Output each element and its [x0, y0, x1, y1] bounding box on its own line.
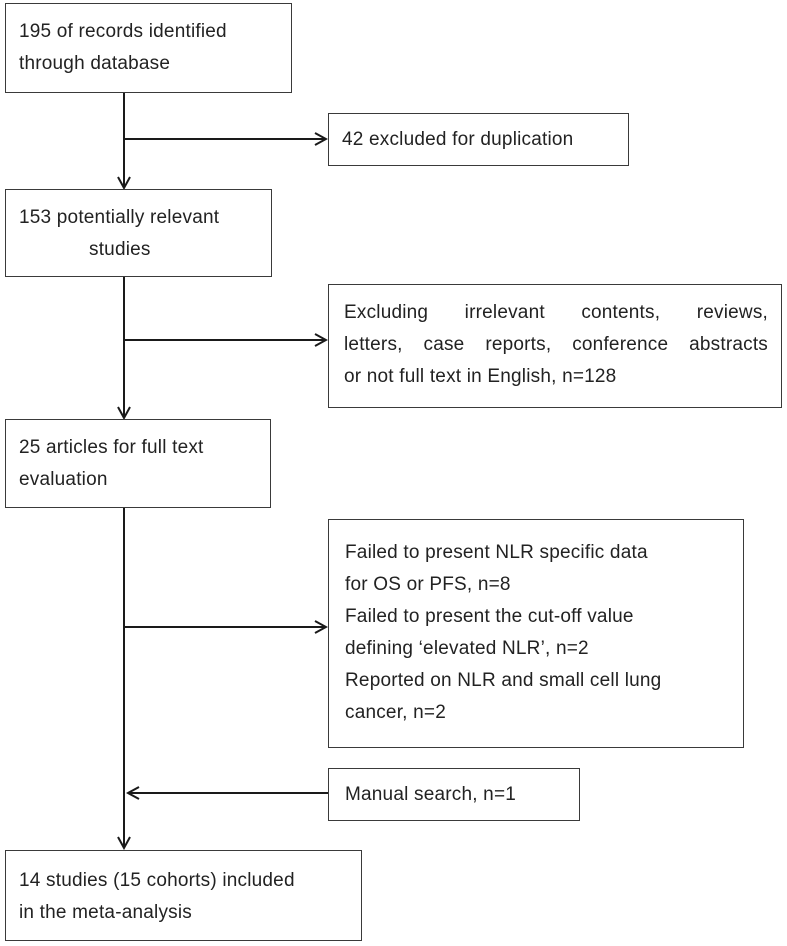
manual-search-box: Manual search, n=1: [328, 768, 580, 821]
failed-line-2: for OS or PFS, n=8: [345, 574, 511, 595]
records-identified-box: 195 of records identified through databa…: [5, 3, 292, 93]
included-studies-box: 14 studies (15 cohorts) included in the …: [5, 850, 362, 941]
failed-line-3: Failed to present the cut-off value: [345, 606, 634, 627]
duplication-excluded-box: 42 excluded for duplication: [328, 113, 629, 166]
full-text-evaluation-box: 25 articles for full text evaluation: [5, 419, 271, 508]
fulltext-line-2: evaluation: [19, 469, 108, 490]
potentially-relevant-box: 153 potentially relevant studies: [5, 189, 272, 277]
duplication-line-1: 42 excluded for duplication: [342, 129, 574, 150]
included-line-2: in the meta-analysis: [19, 902, 192, 923]
excluding-irrelevant-box: Excluding irrelevant contents, reviews, …: [328, 284, 782, 408]
relevant-line-1: 153 potentially relevant: [19, 207, 220, 228]
excluding-line-1: Excluding irrelevant contents, reviews,: [344, 302, 768, 323]
failed-line-1: Failed to present NLR specific data: [345, 542, 648, 563]
included-line-1: 14 studies (15 cohorts) included: [19, 870, 295, 891]
records-line-2: through database: [19, 53, 171, 74]
fulltext-line-1: 25 articles for full text: [19, 437, 204, 458]
excluding-line-3: or not full text in English, n=128: [344, 366, 617, 387]
records-line-1: 195 of records identified: [19, 21, 227, 42]
relevant-line-2: studies: [89, 239, 151, 260]
failed-line-6: cancer, n=2: [345, 702, 446, 723]
failed-criteria-box: Failed to present NLR specific data for …: [328, 519, 744, 748]
failed-line-5: Reported on NLR and small cell lung: [345, 670, 662, 691]
failed-line-4: defining ‘elevated NLR’, n=2: [345, 638, 589, 659]
excluding-line-2: letters, case reports, conference abstra…: [344, 334, 768, 355]
manual-line-1: Manual search, n=1: [345, 784, 517, 805]
